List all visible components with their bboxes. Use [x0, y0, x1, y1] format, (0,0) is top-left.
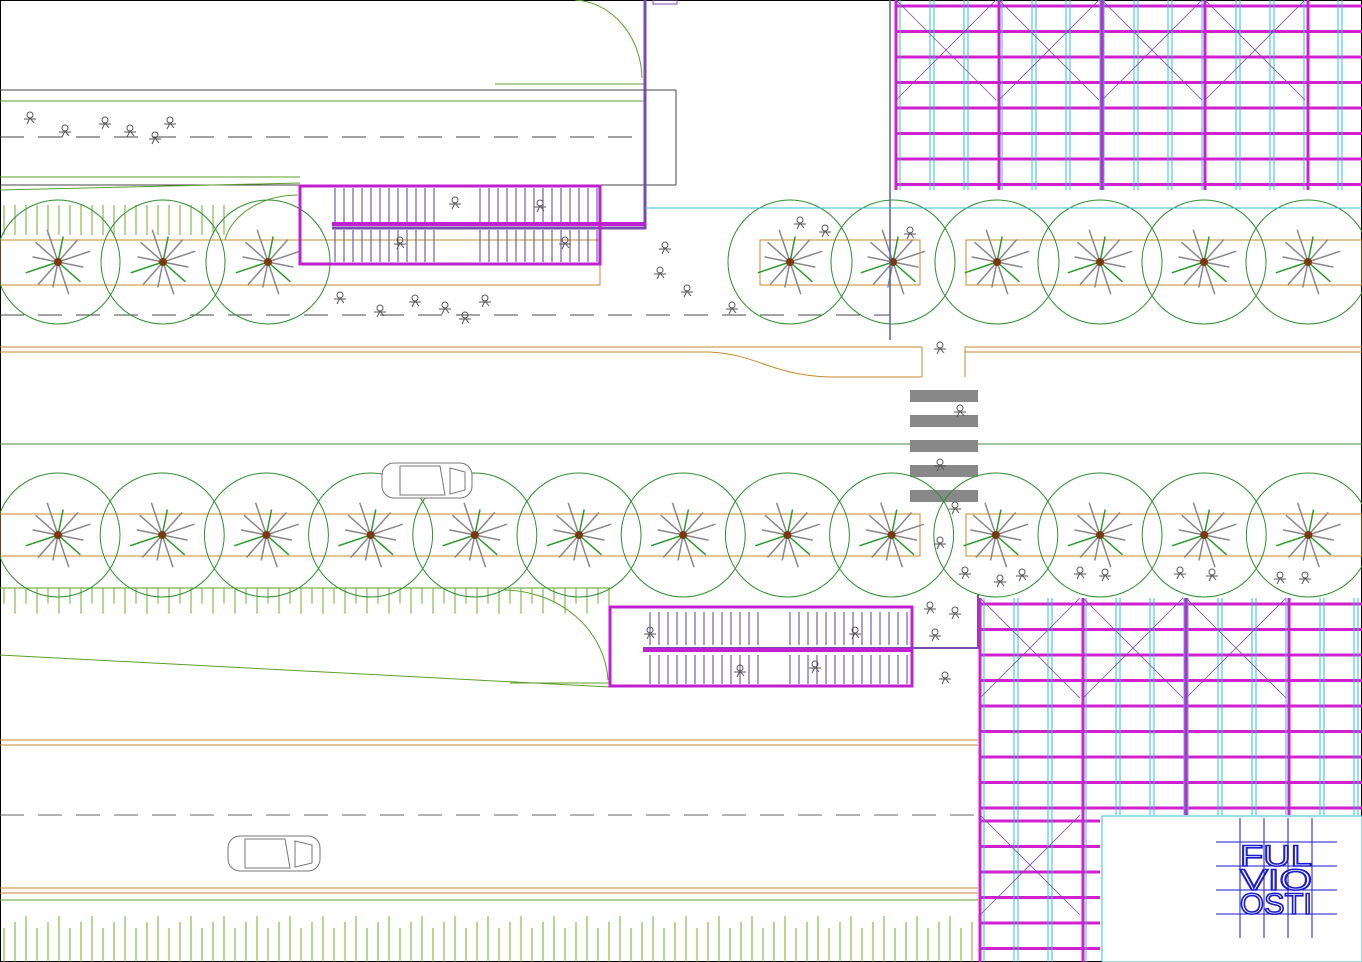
- tree: [0, 472, 121, 598]
- person: [819, 224, 831, 238]
- tree: [308, 472, 434, 598]
- green-edges: [0, 0, 1362, 901]
- person: [654, 266, 666, 280]
- person: [959, 566, 971, 580]
- main-road-edges: [0, 239, 1362, 894]
- car-upper: [381, 462, 473, 499]
- person: [849, 626, 861, 640]
- person: [124, 124, 136, 138]
- person: [734, 664, 746, 678]
- person: [1016, 568, 1028, 582]
- person: [939, 671, 951, 685]
- person: [164, 116, 176, 130]
- person: [24, 111, 36, 125]
- person: [1299, 571, 1311, 585]
- building-structure-north: [894, 0, 1362, 190]
- tree: [1141, 199, 1267, 325]
- person: [726, 301, 738, 315]
- person: [1274, 571, 1286, 585]
- tree: [412, 472, 538, 598]
- pedestrian-crosswalk: [910, 390, 978, 502]
- person: [659, 241, 671, 255]
- tree: [934, 199, 1060, 325]
- tree: [1037, 472, 1163, 598]
- person: [1206, 568, 1218, 582]
- crosswalk-stripe: [910, 415, 978, 427]
- person: [1099, 568, 1111, 582]
- person: [904, 226, 916, 240]
- person: [394, 236, 406, 250]
- person: [559, 236, 571, 250]
- person: [994, 574, 1006, 588]
- person: [934, 341, 946, 355]
- person: [479, 294, 491, 308]
- lower-stairway: [608, 595, 979, 688]
- building-structure-south: [978, 597, 1362, 962]
- person: [949, 501, 961, 515]
- tree: [516, 472, 642, 598]
- logo-line-3: OSTI: [1240, 888, 1312, 921]
- person: [99, 116, 111, 130]
- person: [949, 606, 961, 620]
- crosswalk-stripe: [910, 490, 978, 502]
- person: [794, 216, 806, 230]
- person: [149, 131, 161, 145]
- person: [374, 304, 386, 318]
- person: [334, 291, 346, 305]
- tree: [1245, 472, 1362, 598]
- person: [954, 404, 966, 418]
- person: [59, 124, 71, 138]
- tree: [724, 472, 850, 598]
- person: [1074, 566, 1086, 580]
- logo-line-1: FUL: [1240, 840, 1312, 873]
- tree: [620, 472, 746, 598]
- person: [924, 601, 936, 615]
- person: [534, 199, 546, 213]
- fulvio-osti-logo: FUL VIO OSTI: [1101, 815, 1362, 962]
- crosswalk-stripe: [910, 390, 978, 402]
- person: [681, 284, 693, 298]
- tree: [100, 199, 226, 325]
- tree: [1037, 199, 1163, 325]
- tree: [829, 472, 955, 598]
- logo-line-2: VIO: [1240, 864, 1312, 897]
- person: [1174, 566, 1186, 580]
- person: [449, 196, 461, 210]
- person: [929, 628, 941, 642]
- person: [809, 660, 821, 674]
- tree: [0, 199, 121, 325]
- crosswalk-stripe: [910, 465, 978, 477]
- tree: [99, 472, 225, 598]
- crosswalk-stripe: [910, 440, 978, 452]
- person: [409, 294, 421, 308]
- person: [644, 626, 656, 640]
- tree: [205, 199, 331, 325]
- grass-hatching: [3, 205, 973, 962]
- tree: [1245, 199, 1362, 325]
- person: [439, 301, 451, 315]
- upper-stairway: [298, 0, 678, 266]
- person: [459, 311, 471, 325]
- car-lower: [227, 835, 321, 872]
- tree: [1141, 472, 1267, 598]
- person: [934, 458, 946, 472]
- pedestrians-and-cyclists: [24, 111, 1311, 685]
- tree: [933, 472, 1059, 598]
- tree: [203, 472, 329, 598]
- person: [934, 536, 946, 550]
- tree: [727, 199, 853, 325]
